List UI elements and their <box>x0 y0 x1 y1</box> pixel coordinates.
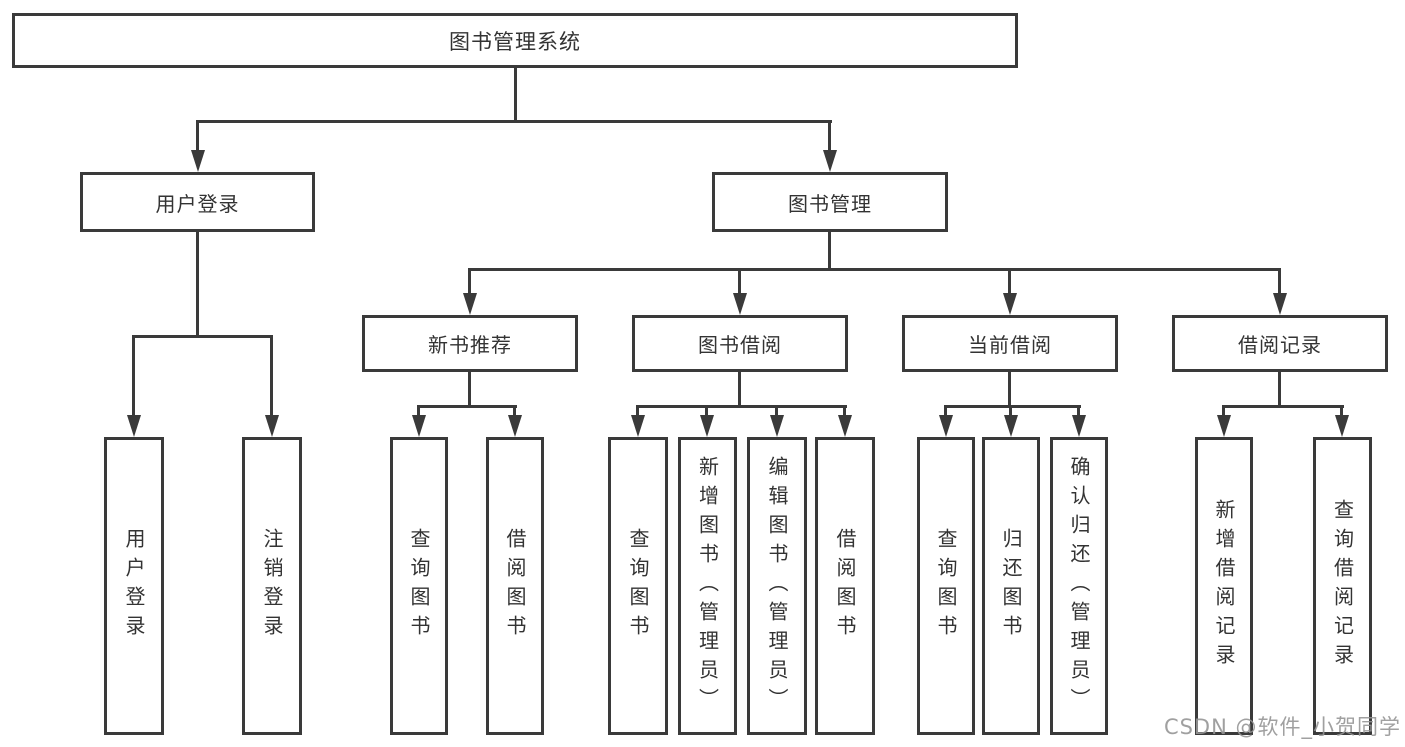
leaf-edit-books-admin: 编辑图书（管理员） <box>747 437 807 735</box>
arrowhead-down <box>1003 293 1017 315</box>
connector-line <box>738 372 741 405</box>
arrowhead-down <box>508 415 522 437</box>
leaf-return-books: 归还图书 <box>982 437 1040 735</box>
connector-line <box>636 405 639 417</box>
connector-line <box>1008 268 1011 295</box>
leaf-add-books-admin: 新增图书（管理员） <box>678 437 737 735</box>
arrowhead-down <box>733 293 747 315</box>
node-label: 新增借阅记录 <box>1212 499 1236 673</box>
leaf-query-books-recommend: 查询图书 <box>390 437 448 735</box>
arrowhead-down <box>823 150 837 172</box>
node-library-management-system: 图书管理系统 <box>12 13 1018 68</box>
node-label: 图书管理系统 <box>449 29 581 54</box>
connector-line <box>705 405 708 417</box>
node-label: 图书借阅 <box>698 333 782 357</box>
leaf-add-borrow-record: 新增借阅记录 <box>1195 437 1253 735</box>
node-label: 新书推荐 <box>428 333 512 357</box>
node-label: 归还图书 <box>999 528 1023 644</box>
connector-line <box>775 405 778 417</box>
arrowhead-down <box>939 415 953 437</box>
connector-line <box>270 335 273 417</box>
connector-line <box>196 120 832 123</box>
node-label: 新增图书（管理员） <box>695 455 720 717</box>
arrowhead-down <box>1273 293 1287 315</box>
arrowhead-down <box>1217 415 1231 437</box>
node-label: 当前借阅 <box>968 333 1052 357</box>
leaf-user-login: 用户登录 <box>104 437 164 735</box>
node-label: 用户登录 <box>122 528 146 644</box>
node-label: 编辑图书（管理员） <box>765 455 789 717</box>
connector-line <box>514 68 517 120</box>
connector-line <box>828 120 831 152</box>
arrowhead-down <box>1335 415 1349 437</box>
node-label: 查询图书 <box>626 528 650 644</box>
leaf-logout: 注销登录 <box>242 437 302 735</box>
connector-line <box>196 120 199 152</box>
arrowhead-down <box>265 415 279 437</box>
node-new-book-recommendation: 新书推荐 <box>362 315 578 372</box>
node-label: 用户登录 <box>155 191 240 216</box>
connector-line <box>1278 268 1281 295</box>
connector-line <box>1340 405 1343 417</box>
connector-line <box>738 268 741 295</box>
connector-line <box>1222 405 1225 417</box>
arrowhead-down <box>631 415 645 437</box>
connector-line <box>468 268 471 295</box>
arrowhead-down <box>838 415 852 437</box>
arrowhead-down <box>127 415 141 437</box>
connector-line <box>417 405 420 417</box>
connector-line <box>417 405 517 408</box>
connector-line <box>513 405 516 417</box>
connector-line <box>1009 405 1012 417</box>
leaf-borrow-books: 借阅图书 <box>815 437 875 735</box>
node-label: 注销登录 <box>260 528 284 644</box>
arrowhead-down <box>1072 415 1086 437</box>
connector-line <box>468 268 1281 271</box>
connector-line <box>468 372 471 405</box>
node-label: 查询图书 <box>407 528 431 644</box>
arrowhead-down <box>412 415 426 437</box>
connector-line <box>636 405 847 408</box>
connector-line <box>1008 372 1011 405</box>
node-label: 查询图书 <box>934 528 958 644</box>
connector-line <box>1222 405 1344 408</box>
leaf-query-borrow-record: 查询借阅记录 <box>1313 437 1372 735</box>
arrowhead-down <box>1004 415 1018 437</box>
leaf-query-books-borrowing: 查询图书 <box>608 437 668 735</box>
arrowhead-down <box>191 150 205 172</box>
connector-line <box>1278 372 1281 405</box>
leaf-query-books-current: 查询图书 <box>917 437 975 735</box>
connector-line <box>1077 405 1080 417</box>
node-label: 图书管理 <box>788 191 872 216</box>
connector-line <box>944 405 1081 408</box>
node-label: 借阅图书 <box>503 528 527 644</box>
node-borrowing-records: 借阅记录 <box>1172 315 1388 372</box>
csdn-watermark: CSDN @软件_小贺同学 <box>1163 715 1401 739</box>
connector-line <box>132 335 135 417</box>
connector-line <box>843 405 846 417</box>
node-book-management: 图书管理 <box>712 172 948 232</box>
connector-line <box>944 405 947 417</box>
node-book-borrowing: 图书借阅 <box>632 315 848 372</box>
node-current-borrowing: 当前借阅 <box>902 315 1118 372</box>
leaf-borrow-books-recommend: 借阅图书 <box>486 437 544 735</box>
node-user-login: 用户登录 <box>80 172 315 232</box>
arrowhead-down <box>770 415 784 437</box>
node-label: 查询借阅记录 <box>1330 499 1355 673</box>
node-label: 借阅记录 <box>1238 333 1322 357</box>
connector-line <box>828 232 831 268</box>
connector-line <box>196 232 199 335</box>
arrowhead-down <box>463 293 477 315</box>
connector-line <box>132 335 273 338</box>
leaf-confirm-return-admin: 确认归还（管理员） <box>1050 437 1108 735</box>
node-label: 确认归还（管理员） <box>1067 455 1091 717</box>
node-label: 借阅图书 <box>833 528 857 644</box>
arrowhead-down <box>700 415 714 437</box>
